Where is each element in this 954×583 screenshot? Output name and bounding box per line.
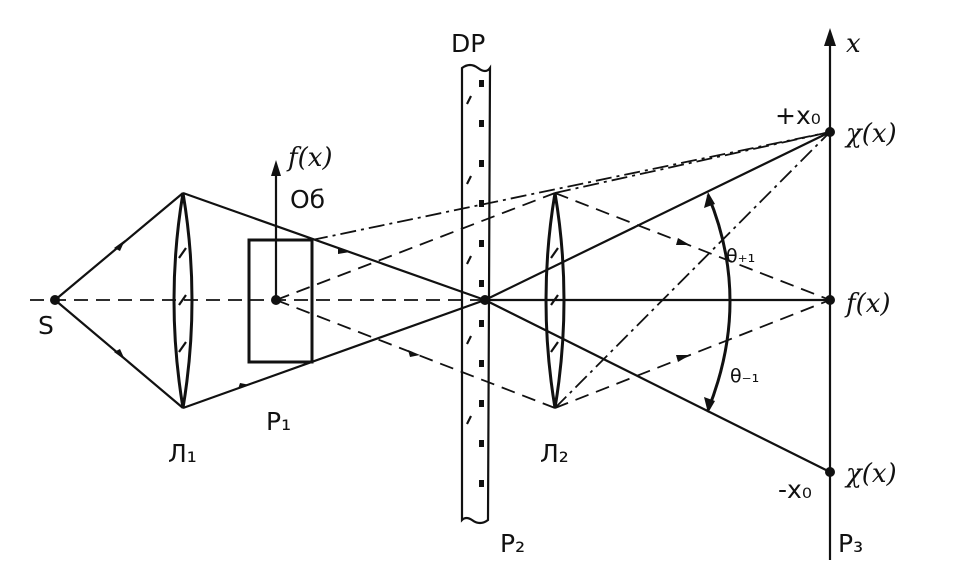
grating-focus-point <box>480 295 490 305</box>
ray-dashdot <box>311 131 831 241</box>
output-point-center <box>825 295 835 305</box>
image-function-label: f(x) <box>844 289 891 319</box>
ray-arrow <box>114 240 125 251</box>
ray-solid <box>484 131 831 301</box>
ray-dashed <box>275 299 556 409</box>
ray-arrow <box>676 355 690 362</box>
lens-1-hatch <box>178 341 187 353</box>
lens-2-hatch <box>550 341 559 353</box>
lens-1-hatch <box>178 294 187 306</box>
ray-arrow <box>114 349 125 360</box>
lens-2 <box>544 192 566 409</box>
plus-x0-label: +x₀ <box>775 101 821 130</box>
output-point-plus-x0 <box>825 127 835 137</box>
lens-2-label: Л₂ <box>540 439 569 468</box>
output-axis-arrowhead <box>824 28 836 46</box>
lens-2-hatch <box>550 247 559 259</box>
output-point-minus-x0 <box>825 467 835 477</box>
chi-bottom-label: χ(x) <box>844 459 897 489</box>
ray-arrow <box>408 350 420 357</box>
ray-dashed <box>554 192 831 301</box>
ray-dashed <box>275 192 556 301</box>
angle-arc-arrowhead <box>704 192 715 208</box>
object-axis-arrowhead <box>271 160 281 176</box>
grating-label: DP <box>451 29 485 58</box>
diffraction-grating <box>460 63 492 525</box>
lens-2-hatch <box>550 294 559 306</box>
ray-arrow <box>676 238 690 245</box>
axis-x-label: x <box>846 29 861 59</box>
plane-2-label: P₂ <box>500 529 525 558</box>
ray-lens1-bottom <box>182 298 486 410</box>
lens-1-hatch <box>178 247 187 259</box>
minus-x0-label: -x₀ <box>778 475 812 504</box>
object-function-label: f(x) <box>286 143 333 173</box>
ray-solid <box>484 299 831 473</box>
ray-arrow <box>238 383 250 389</box>
object-abbr-label: Об <box>290 185 325 214</box>
ray-dashdot <box>554 131 831 409</box>
chi-top-label: χ(x) <box>844 119 897 149</box>
theta-plus-label: θ₊₁ <box>726 245 755 267</box>
object-transparency <box>247 238 314 364</box>
lens-1-label: Л₁ <box>168 439 197 468</box>
plane-3-label: P₃ <box>838 529 863 558</box>
angle-arc-arrowhead <box>704 397 715 413</box>
ray-dashdot <box>554 131 831 194</box>
source-label: S <box>38 311 54 340</box>
plane-1-label: P₁ <box>266 407 291 436</box>
ray-lens1-top <box>182 191 486 302</box>
theta-minus-label: θ₋₁ <box>730 365 759 387</box>
ray-arrow <box>338 247 350 254</box>
angle-arc <box>706 194 732 411</box>
ray-dashed <box>554 299 831 409</box>
grating-marks <box>466 80 484 487</box>
